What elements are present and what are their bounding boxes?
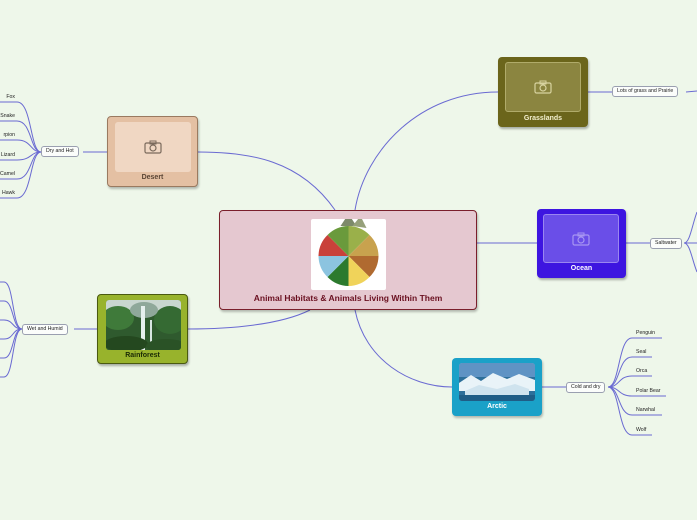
grasslands-node[interactable]: Grasslands: [498, 57, 588, 127]
rainforest-title: Rainforest: [125, 352, 160, 359]
rainforest-image: [106, 300, 181, 350]
arctic-animal[interactable]: Penguin: [636, 330, 656, 336]
desert-animal[interactable]: Lizard: [0, 152, 15, 158]
grasslands-attribute[interactable]: Lots of grass and Prairie: [612, 86, 679, 97]
camera-icon: [144, 140, 162, 154]
desert-title: Desert: [141, 174, 164, 181]
rainforest-node[interactable]: Rainforest: [97, 294, 188, 364]
ocean-node[interactable]: Ocean: [537, 209, 626, 278]
arctic-title: Arctic: [487, 403, 507, 410]
central-title: Animal Habitats & Animals Living Within …: [253, 293, 443, 303]
desert-attribute[interactable]: Dry and Hot: [41, 146, 79, 157]
desert-image-placeholder: [115, 122, 191, 172]
desert-animal[interactable]: Snake: [0, 113, 15, 119]
camera-icon: [534, 80, 552, 94]
arctic-animal[interactable]: Seal: [636, 349, 647, 355]
desert-animal[interactable]: Fox: [6, 94, 15, 100]
arctic-animal[interactable]: Orca: [636, 368, 648, 374]
ocean-title: Ocean: [570, 265, 593, 272]
desert-animal[interactable]: Hawk: [2, 190, 15, 196]
arctic-node[interactable]: Arctic: [452, 358, 542, 416]
grasslands-title: Grasslands: [523, 115, 563, 122]
desert-animal[interactable]: Camel: [0, 171, 15, 177]
desert-animal[interactable]: rpion: [3, 132, 15, 138]
arctic-attribute[interactable]: Cold and dry: [566, 382, 606, 393]
arctic-image: [459, 363, 535, 401]
desert-node[interactable]: Desert: [107, 116, 198, 187]
arctic-animal[interactable]: Wolf: [636, 427, 647, 433]
arctic-animal[interactable]: Narwhal: [636, 407, 656, 413]
ocean-image-placeholder: [543, 214, 619, 263]
ocean-attribute[interactable]: Saltwater: [650, 238, 682, 249]
grasslands-image-placeholder: [505, 62, 581, 112]
arctic-animal[interactable]: Polar Bear: [636, 388, 661, 394]
rainforest-attribute[interactable]: Wet and Humid: [22, 324, 68, 335]
central-topic[interactable]: Animal Habitats & Animals Living Within …: [219, 210, 477, 310]
habitat-wheel-image: [311, 214, 386, 290]
camera-icon: [572, 232, 590, 246]
